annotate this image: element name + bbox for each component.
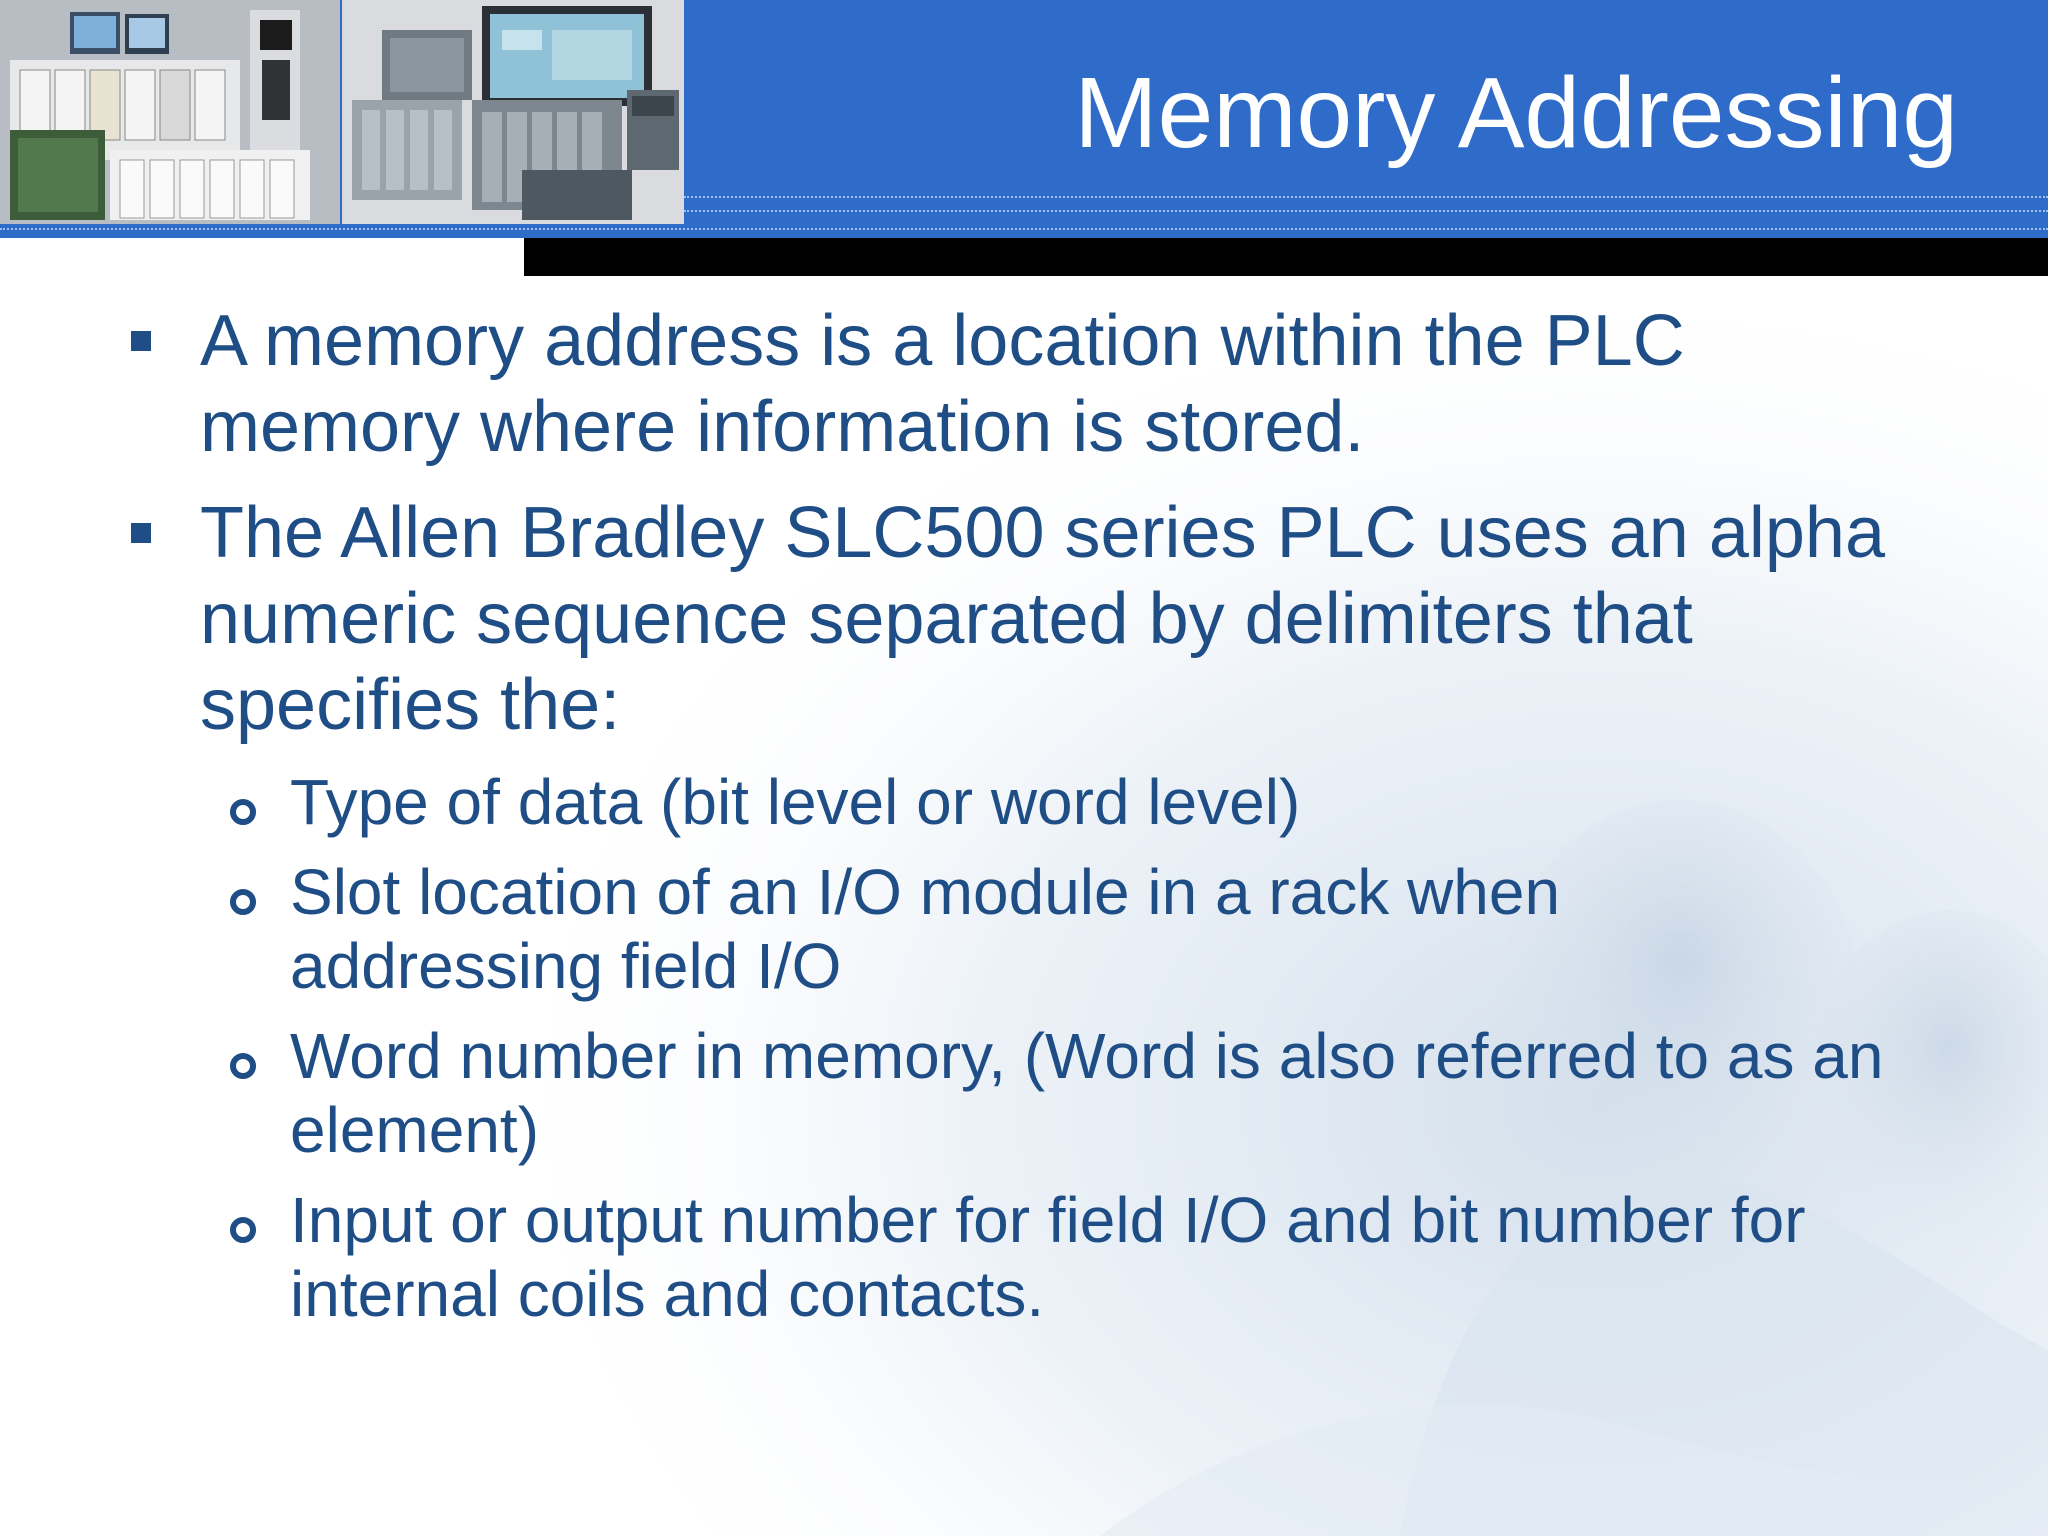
header-photos: [0, 0, 684, 224]
sub-bullet-item: Type of data (bit level or word level): [290, 766, 1301, 838]
bullet-item: A memory address is a location within th…: [200, 301, 1685, 467]
header-divider-dots: [684, 196, 2048, 198]
header-white-strip: [0, 238, 524, 256]
plc-rack-photo: [0, 0, 340, 224]
circle-bullet-icon: [230, 799, 256, 825]
bullet-item: The Allen Bradley SLC500 series PLC uses…: [200, 493, 1886, 745]
circle-bullet-icon: [230, 1217, 256, 1243]
circle-bullet-icon: [230, 889, 256, 915]
square-bullet-icon: [131, 331, 151, 351]
square-bullet-icon: [131, 523, 151, 543]
header-band: [0, 0, 2048, 240]
sub-bullet-item: Word number in memory, (Word is also ref…: [290, 1020, 1884, 1166]
header-divider-dots: [684, 210, 2048, 212]
header-divider-dots: [0, 228, 2048, 230]
sub-bullet-item: Slot location of an I/O module in a rack…: [290, 856, 1561, 1002]
plc-modules-photo: [342, 0, 684, 224]
sub-bullet-item: Input or output number for field I/O and…: [290, 1184, 1806, 1330]
circle-bullet-icon: [230, 1053, 256, 1079]
header-black-bar: [524, 238, 2048, 276]
slide-title: Memory Addressing: [1074, 57, 1958, 169]
